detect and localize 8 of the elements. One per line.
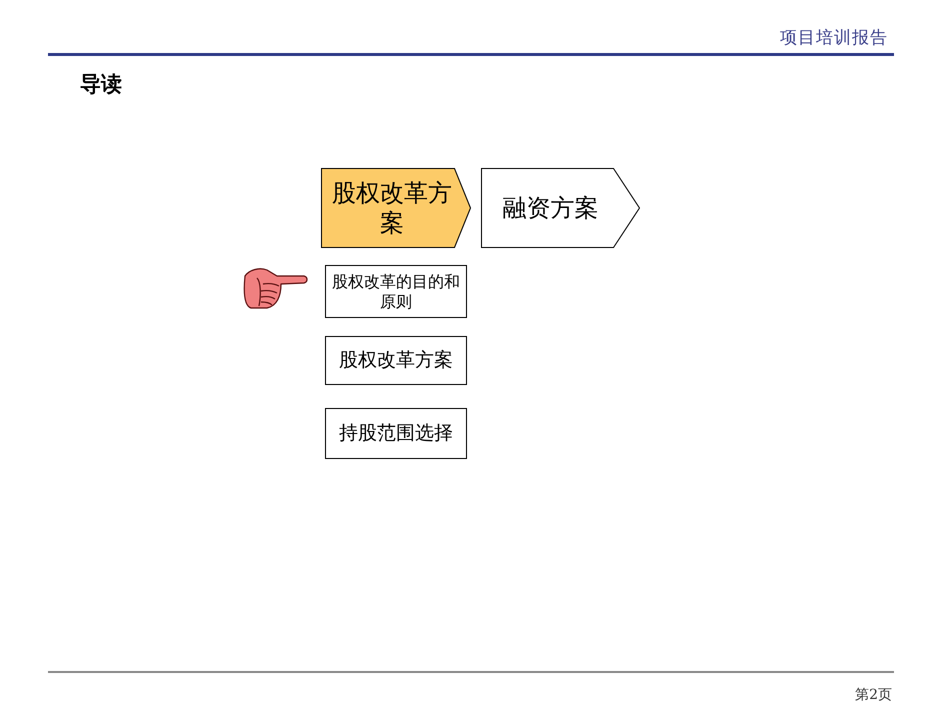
chevron-step: 股权改革方案 [321, 168, 471, 248]
topic-box: 持股范围选择 [325, 408, 467, 459]
page-number: 第2页 [855, 686, 892, 704]
topic-box: 股权改革的目的和原则 [325, 265, 467, 318]
header-text: 项目培训报告 [780, 27, 888, 49]
chevron-step: 融资方案 [481, 168, 640, 248]
topic-box: 股权改革方案 [325, 336, 467, 385]
page-title: 导读 [80, 71, 122, 98]
